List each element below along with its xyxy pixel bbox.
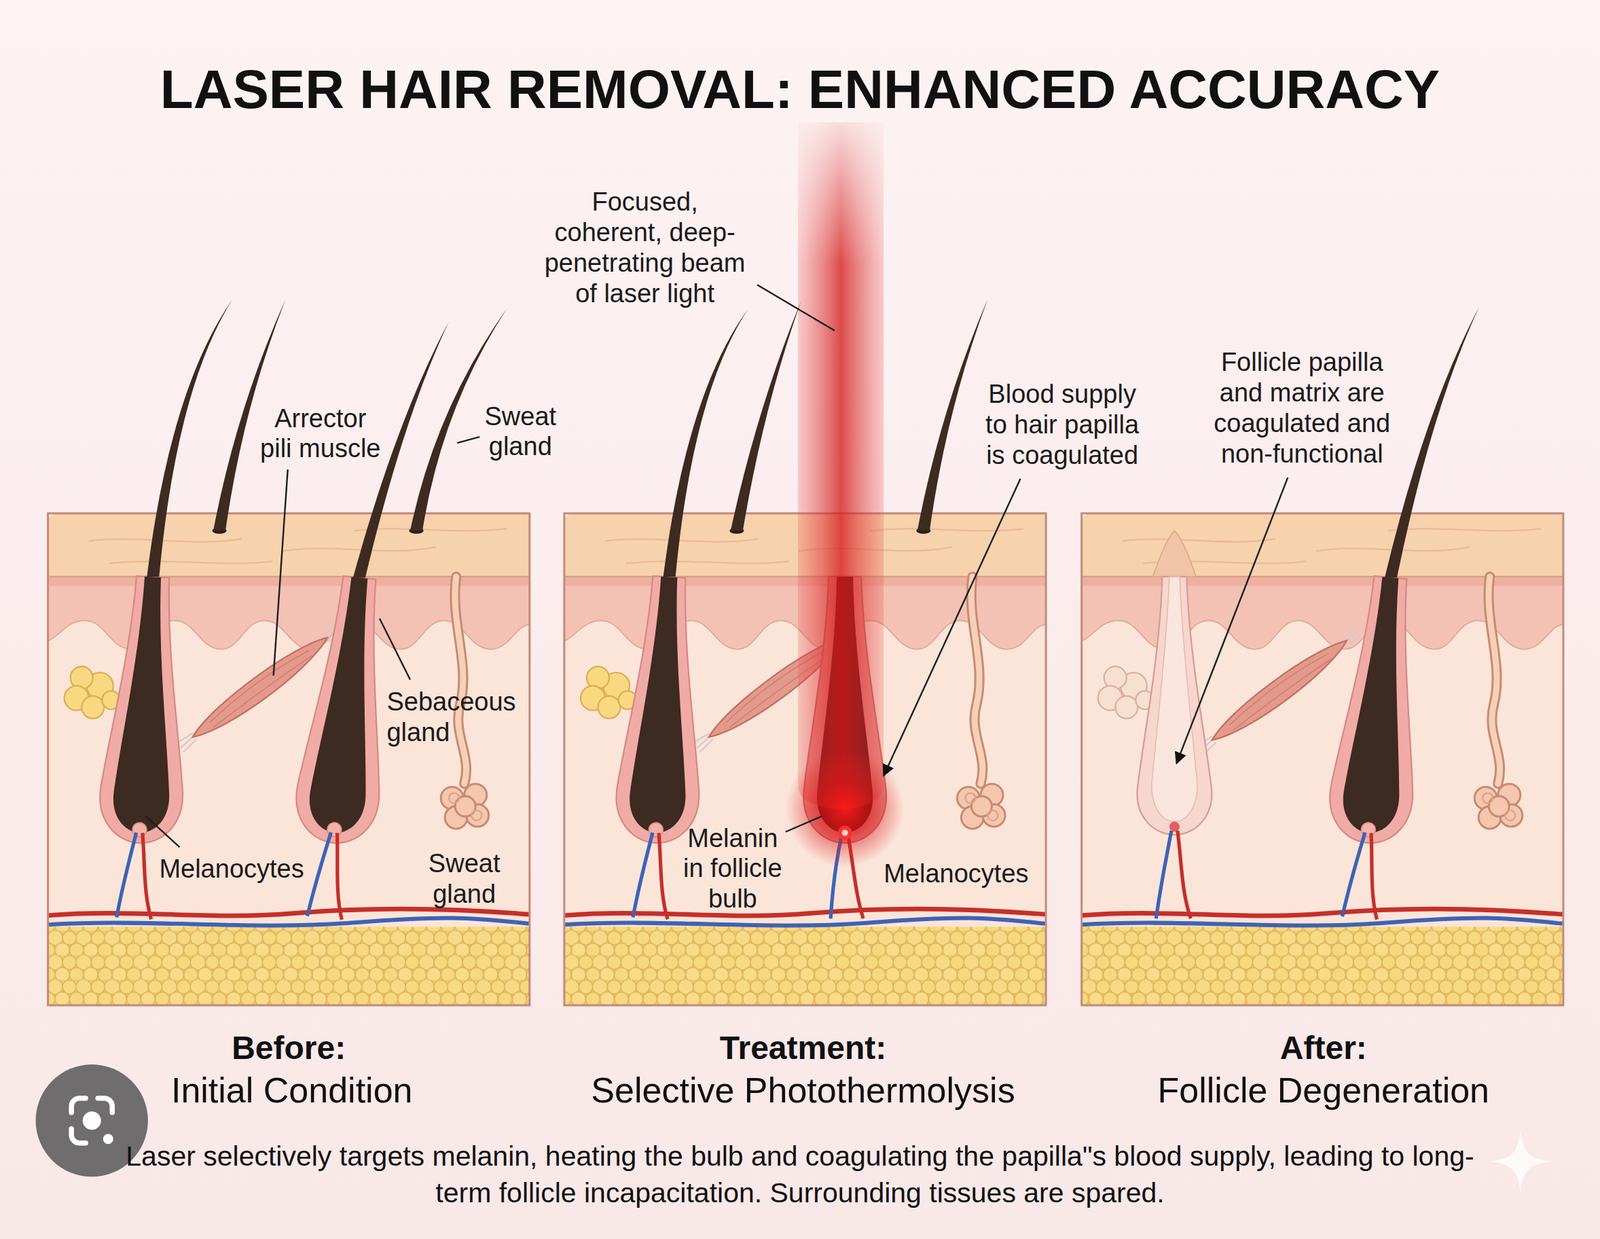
- after-panel: [1098, 666, 1155, 719]
- before-panel: [48, 298, 530, 1006]
- hair-shaft: [663, 308, 749, 577]
- after-panel: [1081, 513, 1564, 1006]
- caption: Laser selectively targets melanin, heati…: [117, 1138, 1483, 1211]
- hair-shaft: [1384, 306, 1480, 578]
- panel-heading: Before:: [231, 1028, 346, 1068]
- lens-icon: [82, 1111, 102, 1130]
- panel-subheading: Follicle Degeneration: [1157, 1070, 1490, 1112]
- treatment-panel: [956, 576, 1006, 829]
- hair-shaft: [917, 298, 989, 531]
- treatment-panel: [842, 829, 849, 836]
- leader-line: [273, 469, 288, 676]
- callout-label: Focused, coherent, deep-penetrating beam…: [534, 186, 756, 309]
- leader-line: [457, 436, 480, 443]
- title: LASER HAIR REMOVAL: ENHANCED ACCURACY: [160, 59, 1440, 120]
- callout-label: Sebaceous gland: [386, 686, 530, 748]
- after-panel: [1319, 573, 1432, 922]
- heat-glow: [785, 749, 904, 868]
- laser-beam: [797, 122, 884, 809]
- leader-line: [146, 284, 1288, 847]
- callout-label: Sweat gland: [426, 848, 503, 910]
- callout-label: Arrector pili muscle: [256, 403, 386, 465]
- before-panel: [64, 666, 121, 719]
- panel-subheading: Selective Photothermolysis: [590, 1070, 1015, 1112]
- leader-line: [146, 816, 180, 847]
- leader-line: [379, 617, 411, 680]
- lens-icon: [103, 1133, 114, 1144]
- hair-shaft: [146, 298, 233, 577]
- callout-label: Melanin in follicle bulb: [675, 822, 791, 914]
- after-panel: [1137, 576, 1213, 919]
- callout-label: Blood supply to hair papilla is coagulat…: [980, 378, 1144, 470]
- after-panel: [1474, 576, 1523, 829]
- after-panel: [1081, 306, 1564, 1006]
- leader-line: [757, 284, 835, 331]
- heat-spot: [838, 825, 853, 840]
- leader-line: [883, 478, 1021, 776]
- leader-line: [1176, 477, 1288, 764]
- callout-label: Melanocytes: [158, 852, 304, 884]
- panel-heading: After:: [1280, 1028, 1368, 1068]
- panel-heading: Treatment:: [719, 1028, 887, 1068]
- panel-subheading: Initial Condition: [171, 1070, 413, 1112]
- leader-line: [785, 816, 822, 832]
- callout-label: Melanocytes: [883, 858, 1029, 889]
- treatment-panel: [580, 666, 638, 719]
- before-panel: [48, 513, 530, 1006]
- watermark-star: [1489, 1130, 1552, 1192]
- follicle-pit: [1153, 530, 1196, 577]
- callout-label: Follicle papilla and matrix are coagulat…: [1208, 347, 1396, 469]
- callout-label: Sweat gland: [482, 401, 559, 463]
- hair-shaft: [730, 300, 802, 531]
